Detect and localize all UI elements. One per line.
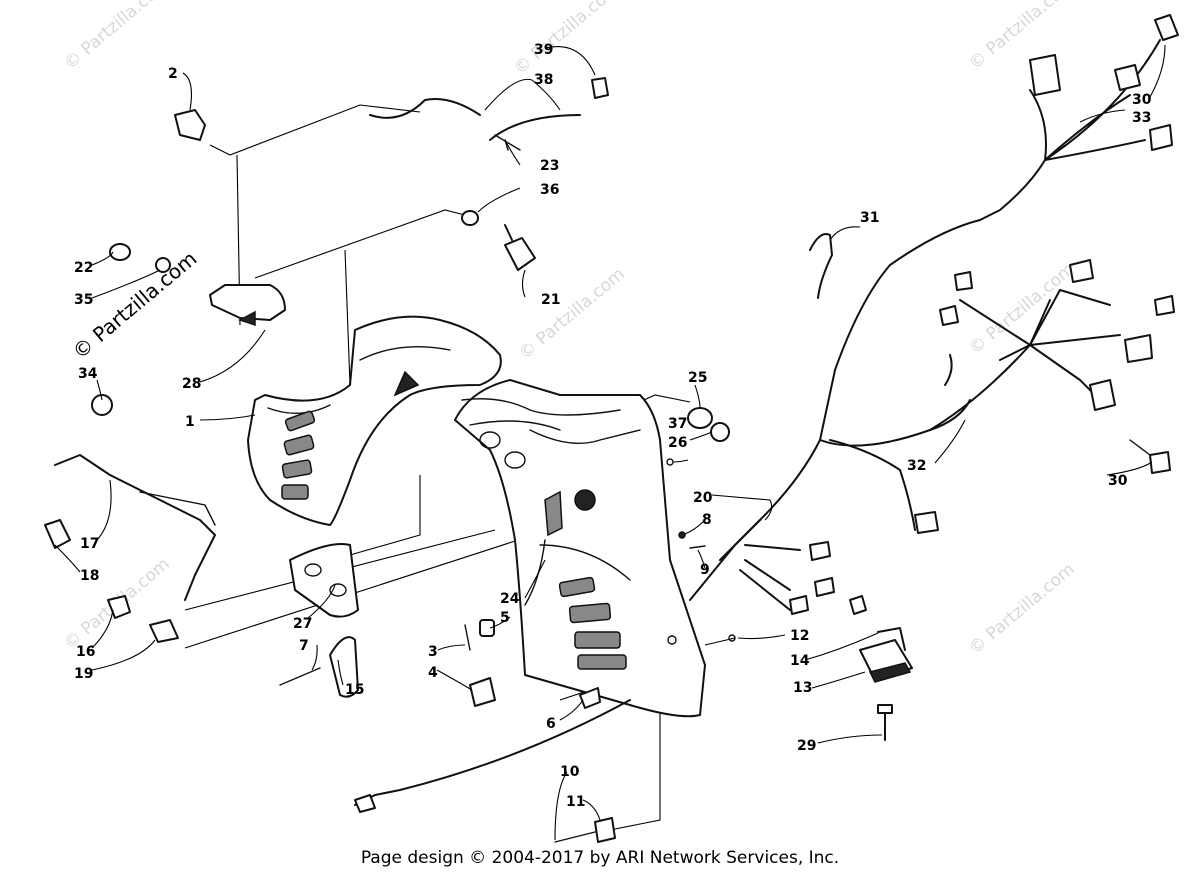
mounting-bracket (209, 284, 286, 321)
callout-13: 13 (793, 680, 812, 696)
throttle-cable (54, 454, 216, 601)
toggle-switch (504, 237, 536, 271)
callout-37: 37 (668, 416, 687, 432)
main-harness (689, 219, 981, 601)
key-switch (149, 619, 179, 643)
grommet (461, 210, 479, 226)
callout-30-top: 30 (1132, 92, 1152, 108)
grommet (710, 422, 730, 442)
mount-plate (329, 636, 359, 698)
callout-5: 5 (500, 610, 510, 626)
callout-10: 10 (560, 764, 580, 780)
callout-29: 29 (797, 738, 816, 754)
nut (109, 243, 131, 261)
bracket-clip (469, 677, 496, 707)
callout-3: 3 (428, 644, 438, 660)
callout-4: 4 (428, 665, 438, 681)
nut (728, 634, 736, 642)
washer (155, 257, 171, 273)
callout-39: 39 (534, 42, 553, 58)
watermark: © Partzilla.com (965, 259, 1078, 359)
nut (678, 531, 686, 539)
callout-2: 2 (168, 66, 178, 82)
watermark: © Partzilla.com (510, 0, 623, 79)
callout-38: 38 (534, 72, 553, 88)
callout-27: 27 (293, 616, 312, 632)
bolt (579, 687, 601, 709)
screw (279, 667, 321, 686)
callout-31: 31 (860, 210, 879, 226)
callout-11: 11 (566, 794, 585, 810)
boot (91, 394, 113, 416)
light-socket (174, 109, 206, 141)
leader-lines (54, 44, 1166, 841)
callout-19: 19 (74, 666, 93, 682)
switch (594, 817, 616, 843)
grommet (687, 407, 713, 429)
hardware (44, 77, 913, 843)
fitting (591, 77, 609, 99)
footer-copyright: Page design © 2004-2017 by ARI Network S… (360, 848, 840, 868)
wire (524, 539, 546, 606)
callout-30-right: 30 (1108, 473, 1128, 489)
screw (689, 545, 706, 549)
main-console-body (454, 379, 706, 718)
callout-17: 17 (80, 536, 99, 552)
screw (464, 624, 471, 651)
callout-15: 15 (345, 682, 364, 698)
callout-7: 7 (299, 638, 309, 654)
washer (666, 458, 674, 466)
dash-panel-assembly (209, 284, 706, 718)
watermark: © Partzilla.com (60, 0, 173, 74)
callout-6: 6 (546, 716, 556, 732)
callout-26: 26 (668, 435, 687, 451)
watermark: © Partzilla.com (965, 0, 1078, 74)
hose (369, 98, 481, 119)
callout-32: 32 (907, 458, 926, 474)
callout-12: 12 (790, 628, 809, 644)
callout-labels: 1 2 3 4 5 6 7 8 9 10 11 12 13 14 15 16 1… (74, 42, 1152, 810)
callout-9: 9 (700, 562, 710, 578)
tee-fitting (494, 134, 521, 151)
clip (479, 619, 495, 637)
callout-25: 25 (688, 370, 707, 386)
hose (489, 114, 581, 141)
callout-28: 28 (182, 376, 201, 392)
callout-34: 34 (78, 366, 98, 382)
wiring-harness (689, 14, 1179, 615)
callout-1: 1 (185, 414, 195, 430)
callout-20: 20 (693, 490, 713, 506)
switch-plate (289, 543, 359, 618)
wire-lead (944, 354, 953, 386)
watermark: © Partzilla.com (515, 264, 628, 364)
callout-24: 24 (500, 591, 520, 607)
callout-22: 22 (74, 260, 93, 276)
ground-strap (809, 233, 833, 299)
callout-35: 35 (74, 292, 93, 308)
clip (44, 519, 71, 549)
callout-8: 8 (702, 512, 712, 528)
watermark: © Partzilla.com (965, 559, 1078, 659)
callout-36: 36 (540, 182, 559, 198)
callout-33: 33 (1132, 110, 1151, 126)
callout-23: 23 (540, 158, 559, 174)
callout-16: 16 (76, 644, 95, 660)
ground-wire (354, 699, 631, 806)
callout-14: 14 (790, 653, 810, 669)
callout-18: 18 (80, 568, 99, 584)
callout-21: 21 (541, 292, 560, 308)
